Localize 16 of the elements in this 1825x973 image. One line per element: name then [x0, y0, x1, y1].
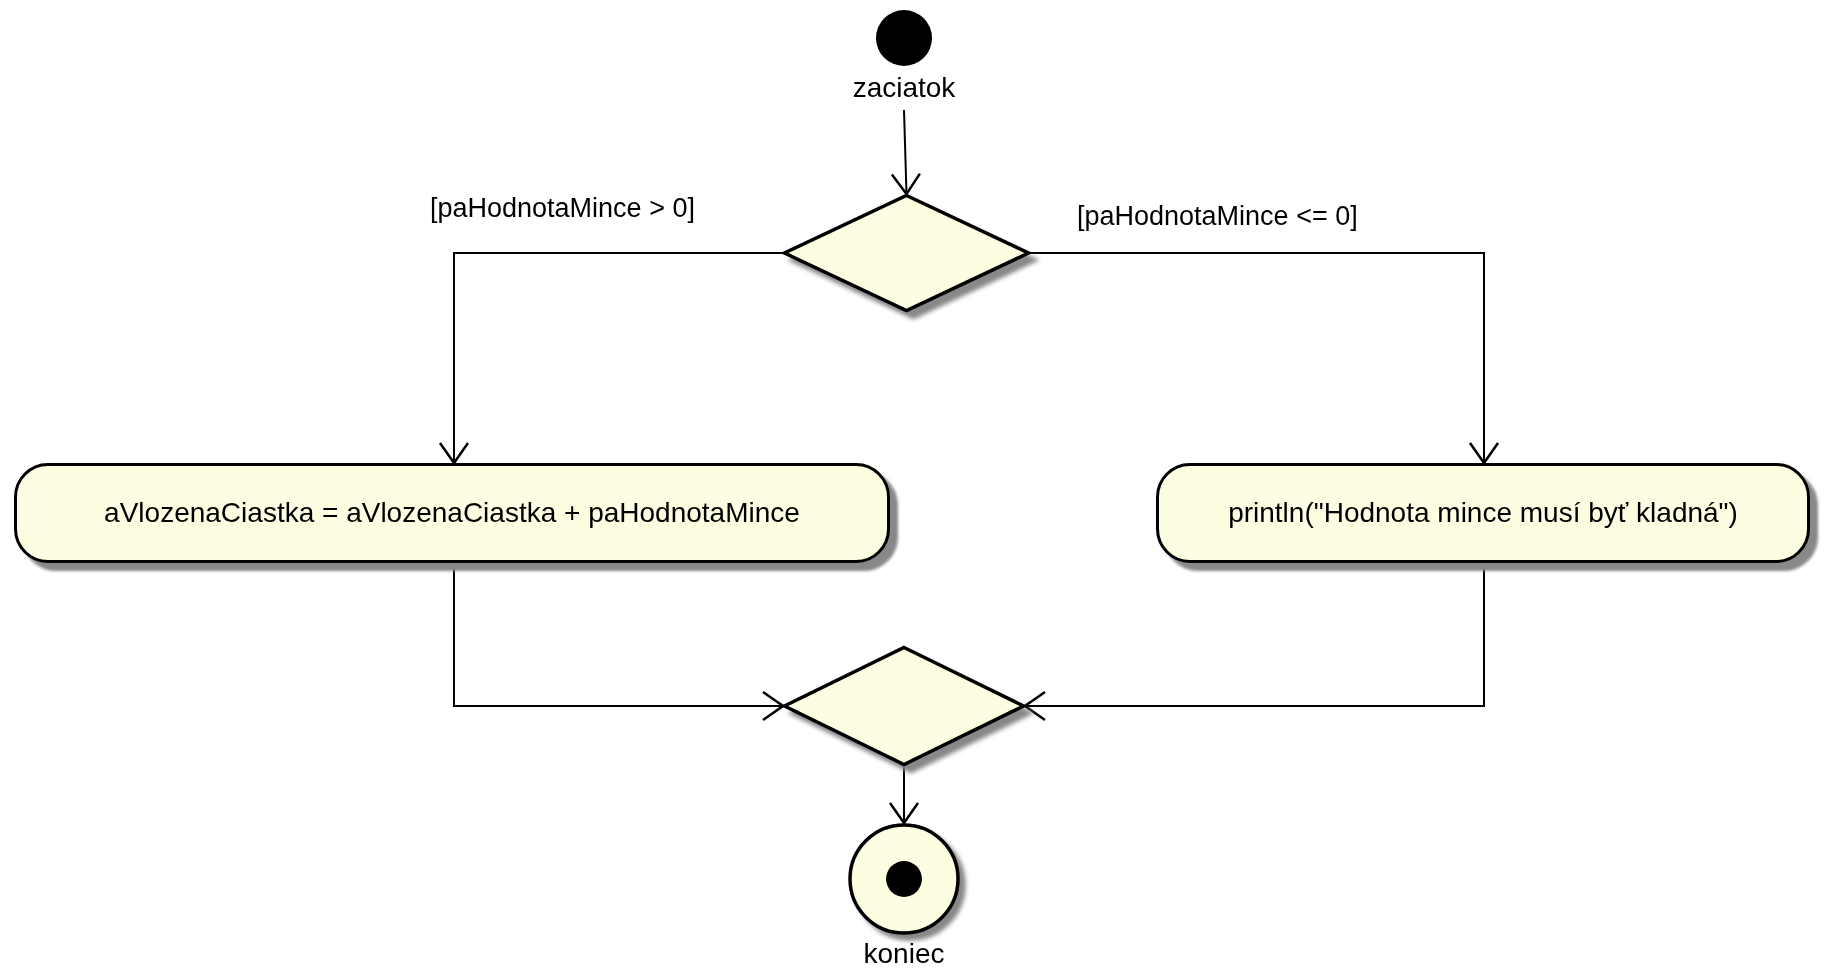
action-box — [14, 463, 890, 563]
arrow — [890, 109, 922, 196]
action-box — [1156, 463, 1810, 563]
final-node — [848, 823, 960, 935]
decision-diamond — [783, 194, 1030, 312]
initial-node — [876, 10, 932, 66]
arrow — [1029, 252, 1500, 465]
arrow — [438, 252, 784, 465]
node-caption: zaciatok — [852, 72, 956, 104]
decision-diamond — [783, 646, 1025, 766]
action-text: println("Hodnota mince musí byť kladná") — [1228, 497, 1738, 529]
arrow — [1023, 562, 1485, 722]
node-caption: koniec — [863, 938, 945, 970]
action-text: aVlozenaCiastka = aVlozenaCiastka + paHodnotaMince — [104, 497, 800, 529]
arrow — [888, 765, 920, 825]
arrow — [453, 562, 785, 722]
